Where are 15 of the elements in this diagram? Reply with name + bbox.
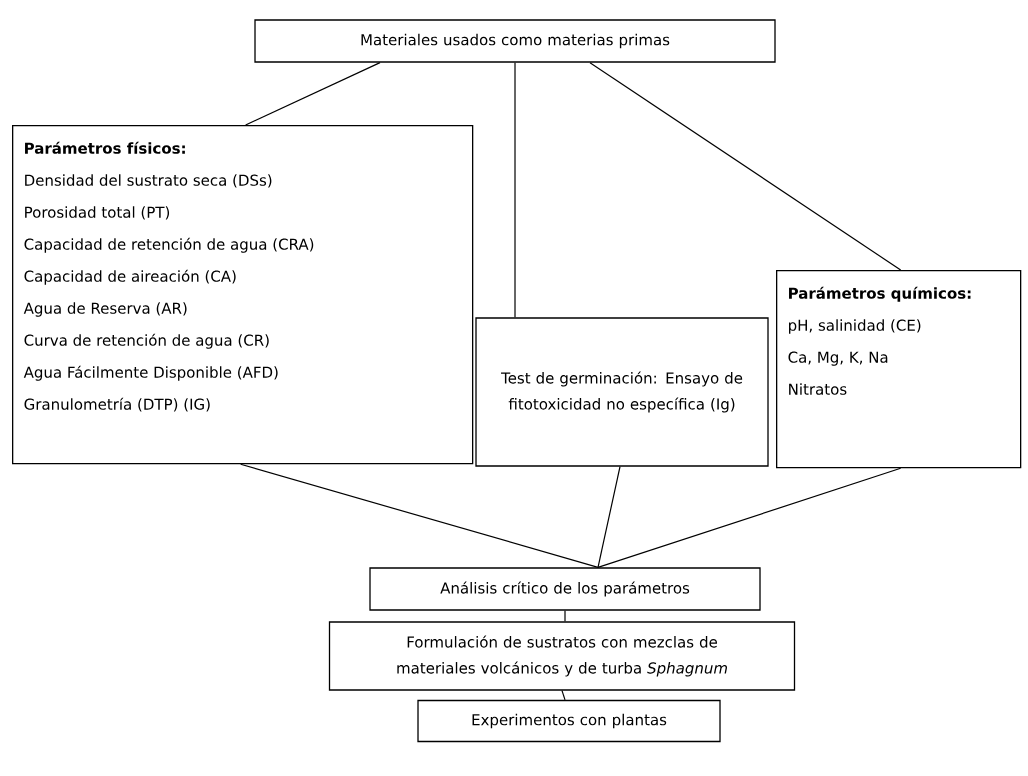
connector-line	[245, 62, 381, 126]
connector-line	[514, 62, 516, 318]
connector-line	[564, 610, 566, 622]
process-box: Parámetros físicos: Densidad del sustrato seca (DSs) Porosidad total (PT) Capacidad de retención de agua (CRA) Capacidad de aireación (CA) Agua de Reserva (AR) Curva de retención de agua (CR) Agua Fácilmente Disponible (AFD) Granulometría (DTP) (IG)	[12, 125, 474, 465]
process-box: Parámetros químicos: pH, salinidad (CE) Ca, Mg, K, Na Nitratos	[776, 270, 1022, 469]
connector-line	[561, 690, 566, 701]
process-box: Experimentos con plantas	[417, 699, 721, 743]
process-box: Formulación de sustratos con mezclas de materiales volcánicos y de turba Sphagnum	[328, 621, 796, 691]
connector-line	[597, 467, 902, 568]
connector-line	[597, 466, 621, 568]
connector-line	[240, 463, 599, 568]
connector-line	[589, 62, 902, 271]
process-box: Materiales usados como materias primas	[254, 19, 776, 63]
process-box: Test de germinación: Ensayo de fitotoxicidad no específica (Ig)	[475, 317, 769, 467]
process-box: Análisis crítico de los parámetros	[369, 567, 761, 611]
